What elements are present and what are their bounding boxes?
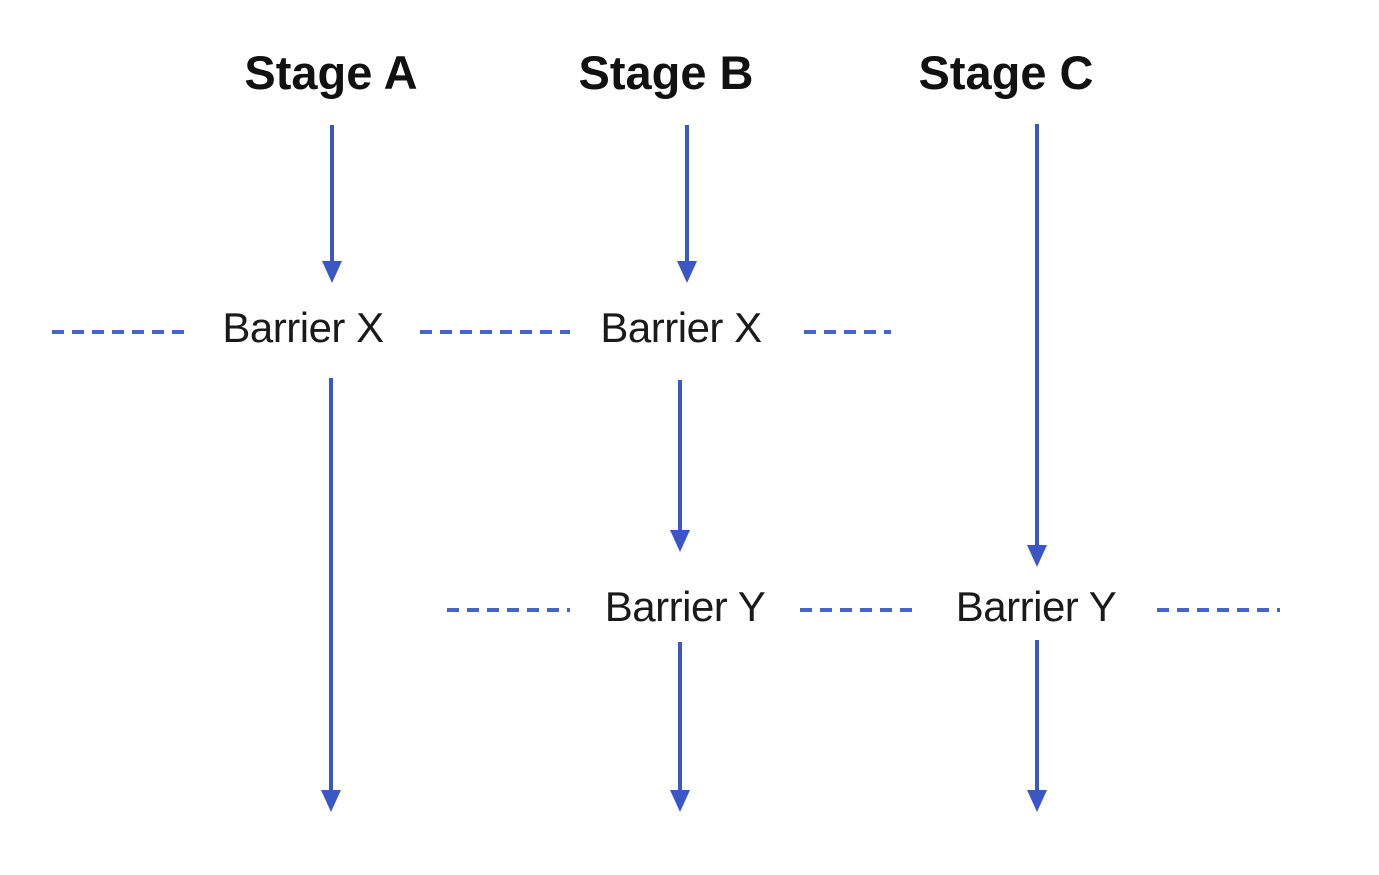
stage-a-header: Stage A: [244, 46, 418, 99]
stage-a-arrowhead-top-icon: [322, 261, 342, 283]
stage-c-arrowhead-top-icon: [1027, 545, 1047, 567]
stage-b-arrowhead-middle-icon: [670, 530, 690, 552]
stage-c-header: Stage C: [918, 46, 1094, 99]
barrier-y-label-stage-c: Barrier Y: [955, 583, 1117, 630]
stage-a-arrowhead-bottom-icon: [321, 790, 341, 812]
barrier-x-label-stage-a: Barrier X: [222, 304, 384, 351]
barrier-y-label-stage-b: Barrier Y: [604, 583, 766, 630]
stage-b-arrowhead-bottom-icon: [670, 790, 690, 812]
stage-b-arrowhead-top-icon: [677, 261, 697, 283]
barrier-x-label-stage-b: Barrier X: [600, 304, 762, 351]
stage-c-arrowhead-bottom-icon: [1027, 790, 1047, 812]
stage-b-header: Stage B: [578, 46, 754, 99]
